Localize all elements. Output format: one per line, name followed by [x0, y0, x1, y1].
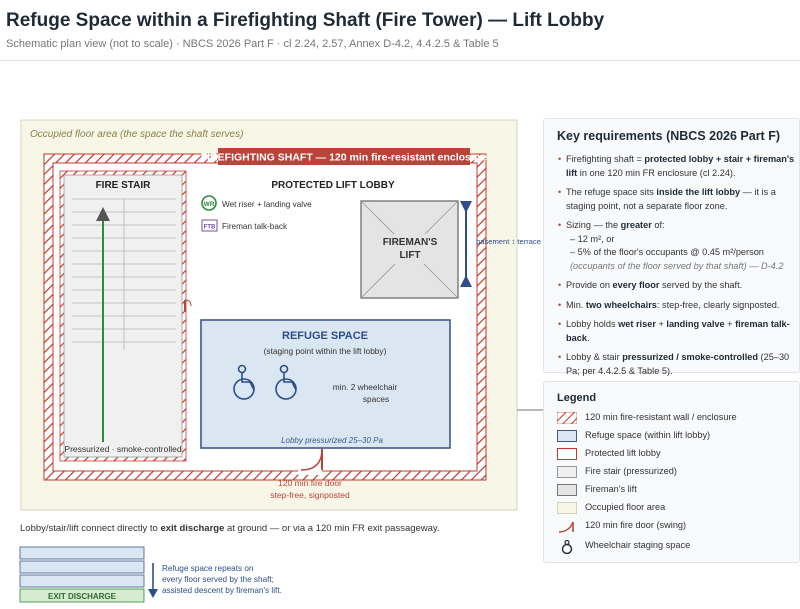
- floor-level-block: [19, 546, 145, 560]
- descent-arrow-icon: [148, 589, 158, 598]
- refuge-title: REFUGE SPACE: [282, 330, 368, 342]
- requirement-item: Min. two wheelchairs: step-free, clearly…: [558, 299, 798, 313]
- discharge-note: Lobby/stair/lift connect directly to exi…: [20, 523, 440, 534]
- occupied-area-label: Occupied floor area (the space the shaft…: [30, 129, 243, 140]
- lift-label-backdrop: [382, 234, 438, 264]
- requirement-item: The refuge space sits inside the lift lo…: [558, 186, 798, 213]
- talkback-icon: [201, 219, 218, 232]
- stair-swatch: [557, 466, 577, 478]
- requirements-list: Firefighting shaft = protected lobby + s…: [558, 153, 798, 384]
- page-subtitle: Schematic plan view (not to scale) · NBC…: [6, 38, 499, 50]
- floor-level-block: [19, 574, 145, 588]
- fire-wall-swatch: [557, 412, 577, 424]
- occupied-swatch: [557, 502, 577, 514]
- lift-label-line2: LIFT: [399, 250, 420, 261]
- talkback-badge: FTB: [204, 225, 216, 231]
- wet-riser-badge: WR: [204, 201, 215, 208]
- repeat-note-line1: Refuge space repeats on: [162, 564, 254, 573]
- requirement-item: Lobby holds wet riser + landing valve + …: [558, 318, 798, 345]
- discharge-note-prefix: Lobby/stair/lift connect directly to: [20, 523, 161, 534]
- header-divider: [0, 60, 800, 61]
- requirement-item: Firefighting shaft = protected lobby + s…: [558, 153, 798, 180]
- lobby-pressure-note: Lobby pressurized 25–30 Pa: [281, 436, 383, 445]
- door-note-line1: 120 min fire door: [278, 478, 342, 488]
- refuge-swatch: [557, 430, 577, 442]
- exit-discharge-block: [19, 588, 145, 603]
- lift-swatch: [557, 484, 577, 496]
- discharge-note-bold: exit discharge: [160, 523, 225, 534]
- stair-door-swing: [184, 299, 192, 307]
- requirements-panel: Key requirements (NBCS 2026 Part F) Fire…: [543, 118, 800, 376]
- lift-travel-label: basement ↕ terrace: [476, 237, 541, 246]
- shaft-banner-label: FIREFIGHTING SHAFT — 120 min fire-resist…: [201, 152, 488, 164]
- fire-stair-label: FIRE STAIR: [96, 180, 152, 191]
- refuge-space: [200, 319, 451, 449]
- lift-arrow-down-top: [460, 201, 472, 213]
- repeat-note-line3: assisted descent by fireman's lift.: [162, 586, 282, 595]
- lift-label-line1: FIREMAN'S: [383, 237, 438, 248]
- legend-title: Legend: [557, 392, 597, 404]
- wheelchair-note-line1: min. 2 wheelchair: [333, 382, 398, 392]
- wheelchair-icon: [561, 540, 573, 554]
- wheelchair-icon: [275, 364, 297, 400]
- shaft-banner: [218, 148, 470, 165]
- talkback-label: Fireman talk-back: [222, 222, 288, 231]
- requirement-item: Sizing — the greater of: – 12 m², or – 5…: [558, 219, 798, 273]
- lobby-swatch: [557, 448, 577, 460]
- wet-riser-label: Wet riser + landing valve: [222, 200, 312, 209]
- refuge-subtitle: (staging point within the lift lobby): [264, 346, 387, 356]
- exit-discharge-label: EXIT DISCHARGE: [48, 592, 117, 601]
- door-swing-icon: [558, 521, 574, 533]
- door-note-line2: step-free, signposted: [270, 490, 350, 500]
- lift-lobby-label: PROTECTED LIFT LOBBY: [271, 180, 395, 191]
- floor-level-block: [19, 560, 145, 574]
- page-title: Refuge Space within a Firefighting Shaft…: [6, 10, 605, 31]
- discharge-note-suffix: at ground — or via a 120 min FR exit pas…: [224, 523, 440, 534]
- wheelchair-note-line2: spaces: [363, 394, 389, 404]
- stair-pressurized-note: Pressurized · smoke-controlled: [64, 444, 181, 454]
- requirements-title: Key requirements (NBCS 2026 Part F): [557, 129, 780, 143]
- wet-riser-icon: [201, 195, 217, 211]
- requirement-item: Lobby & stair pressurized / smoke-contro…: [558, 351, 798, 378]
- wheelchair-icon: [233, 364, 255, 400]
- repeat-note-line2: every floor served by the shaft;: [162, 575, 274, 584]
- requirement-item: Provide on every floor served by the sha…: [558, 279, 798, 293]
- stair-treads: [72, 198, 176, 350]
- lift-arrow-down-bottom: [460, 275, 472, 287]
- stair-arrow-head: [96, 207, 110, 221]
- legend-panel: Legend 120 min fire-resistant wall / enc…: [543, 381, 800, 563]
